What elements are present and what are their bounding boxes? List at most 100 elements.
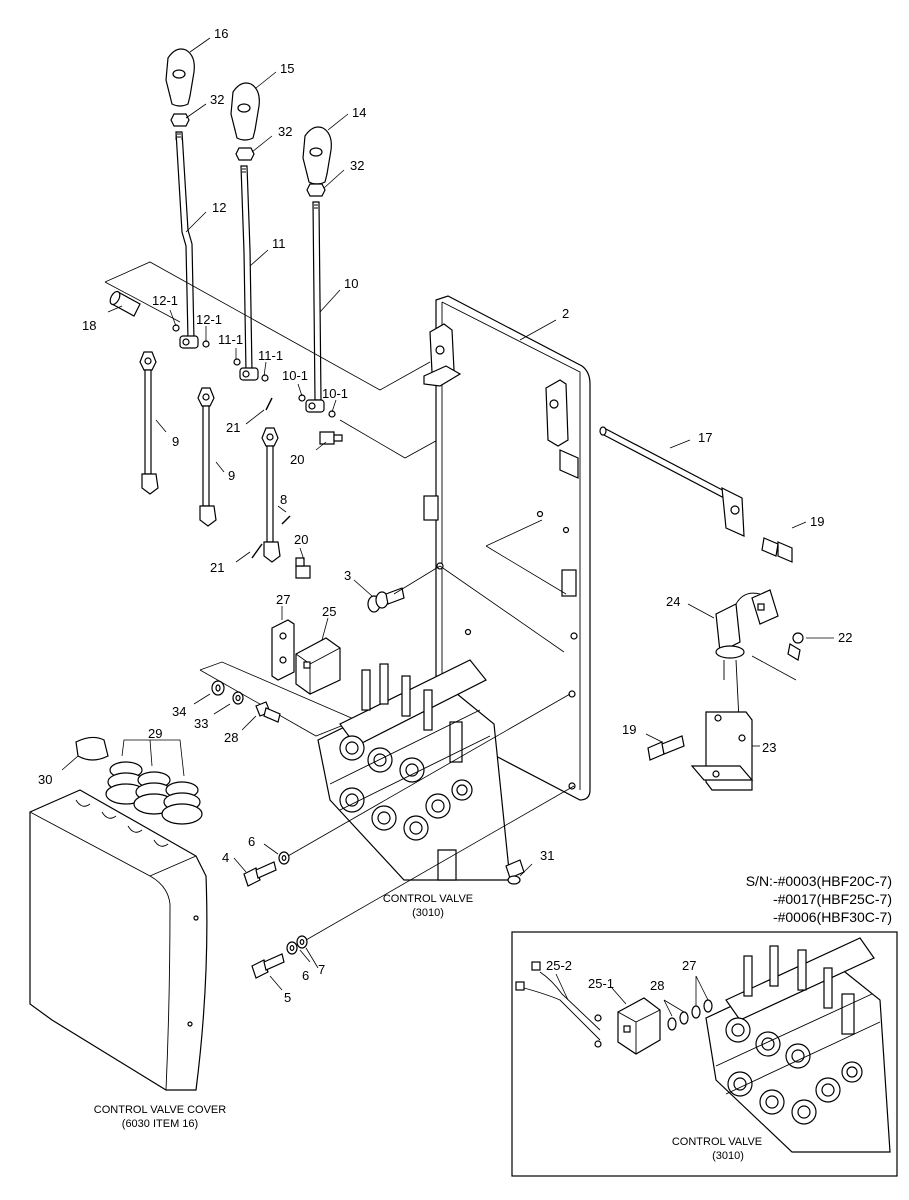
callout-12: 12 bbox=[212, 200, 226, 215]
callout-19: 19 bbox=[622, 722, 636, 737]
link-rod-8 bbox=[261, 427, 281, 563]
washer-6a bbox=[278, 851, 290, 865]
callout-21: 21 bbox=[210, 560, 224, 575]
callout-32: 32 bbox=[278, 124, 292, 139]
assembly-guide-line-2 bbox=[104, 281, 181, 323]
lever-nut-32 bbox=[170, 113, 326, 197]
cover-reference: (6030 ITEM 16) bbox=[122, 1118, 198, 1130]
control-valve-cover bbox=[29, 789, 208, 1091]
serial-note-line-2: -#0017(HBF25C-7) bbox=[773, 891, 892, 907]
assembly-guide-line-5 bbox=[393, 565, 565, 653]
cap-30 bbox=[75, 736, 109, 761]
bolt-28 bbox=[255, 701, 281, 723]
callout-25-2: 25-2 bbox=[546, 958, 572, 973]
callout-18: 18 bbox=[82, 318, 96, 333]
callout-15: 15 bbox=[280, 61, 294, 76]
callout-12-1: 12-1 bbox=[196, 312, 222, 327]
callout-5: 5 bbox=[284, 990, 291, 1005]
callout-31: 31 bbox=[540, 848, 554, 863]
callout-24: 24 bbox=[666, 594, 680, 609]
callout-10-1: 10-1 bbox=[322, 386, 348, 401]
lever-knob-15 bbox=[230, 82, 260, 141]
callout-27: 27 bbox=[276, 592, 290, 607]
callout-16: 16 bbox=[214, 26, 228, 41]
callout-6: 6 bbox=[248, 834, 255, 849]
serial-note-line-1: S/N:-#0003(HBF20C-7) bbox=[746, 873, 892, 889]
bolt-19-upper bbox=[761, 537, 793, 563]
link-rod-9b bbox=[197, 387, 217, 527]
callout-7: 7 bbox=[318, 962, 325, 977]
cover-label: CONTROL VALVE COVER bbox=[94, 1104, 226, 1116]
bolt-3 bbox=[367, 587, 405, 613]
washer-7 bbox=[296, 935, 308, 949]
link-rod-9a bbox=[139, 351, 159, 495]
callout-numbers: 16 15 14 32 32 32 12 11 10 12-1 12-1 11-… bbox=[38, 26, 852, 1005]
callout-30: 30 bbox=[38, 772, 52, 787]
callout-3: 3 bbox=[344, 568, 351, 583]
bolt-5 bbox=[251, 953, 285, 979]
bracket-27 bbox=[271, 619, 295, 681]
callout-6: 6 bbox=[302, 968, 309, 983]
callout-11-1: 11-1 bbox=[258, 348, 283, 363]
callout-23: 23 bbox=[762, 740, 776, 755]
callout-34: 34 bbox=[172, 704, 186, 719]
callout-22: 22 bbox=[838, 630, 852, 645]
pivot-sleeve-18 bbox=[109, 290, 141, 317]
leader-lines bbox=[61, 37, 834, 1017]
callout-14: 14 bbox=[352, 105, 366, 120]
callout-32: 32 bbox=[210, 92, 224, 107]
plug-31 bbox=[505, 859, 525, 885]
callout-9: 9 bbox=[172, 434, 179, 449]
rod-17 bbox=[599, 426, 745, 537]
lever-knob-16 bbox=[165, 48, 195, 107]
control-valve-number: (3010) bbox=[412, 907, 444, 919]
switch-bracket-25 bbox=[295, 637, 341, 695]
inset-control-valve-number: (3010) bbox=[712, 1150, 744, 1162]
washer-6b bbox=[286, 941, 298, 955]
callout-28: 28 bbox=[650, 978, 664, 993]
callout-11-1: 11-1 bbox=[218, 332, 243, 347]
bolt-4 bbox=[243, 861, 277, 887]
callout-9: 9 bbox=[228, 468, 235, 483]
pin-bolts-20 bbox=[295, 431, 343, 579]
bolt-19-lower bbox=[647, 735, 685, 761]
inset-control-valve-label: CONTROL VALVE bbox=[672, 1136, 762, 1148]
text-labels: CONTROL VALVE (3010) CONTROL VALVE COVER… bbox=[94, 873, 892, 1162]
lever-knob-14 bbox=[302, 126, 332, 185]
callout-33: 33 bbox=[194, 716, 208, 731]
serial-variant-inset bbox=[511, 931, 898, 1177]
callout-32: 32 bbox=[350, 158, 364, 173]
lever-rod-10 bbox=[312, 201, 322, 401]
callout-27: 27 bbox=[682, 958, 696, 973]
callout-12-1: 12-1 bbox=[152, 293, 178, 308]
switch-24 bbox=[715, 589, 779, 741]
callout-21: 21 bbox=[226, 420, 240, 435]
callout-11: 11 bbox=[272, 236, 286, 251]
assembly-guide-line-6 bbox=[751, 655, 797, 681]
callout-20: 20 bbox=[290, 452, 304, 467]
callout-29: 29 bbox=[148, 726, 162, 741]
bracket-23 bbox=[690, 711, 754, 791]
callout-2: 2 bbox=[562, 306, 569, 321]
callout-17: 17 bbox=[698, 430, 712, 445]
lever-rod-12 bbox=[175, 131, 195, 341]
screw-22 bbox=[787, 632, 804, 661]
control-valve-main bbox=[317, 659, 511, 881]
boots-29 bbox=[105, 761, 203, 825]
washer-33 bbox=[232, 691, 244, 705]
lever-pivot-blocks bbox=[172, 324, 336, 418]
callout-20: 20 bbox=[294, 532, 308, 547]
assembly-guide-line bbox=[104, 261, 431, 391]
washer-34 bbox=[211, 680, 225, 696]
callout-4: 4 bbox=[222, 850, 229, 865]
cotter-pins-21 bbox=[251, 397, 291, 559]
assembly-guide-line-8 bbox=[287, 693, 575, 941]
control-valve-label: CONTROL VALVE bbox=[383, 893, 473, 905]
assembly-guide-line-4 bbox=[485, 519, 567, 595]
callout-25-1: 25-1 bbox=[588, 976, 614, 991]
callout-10-1: 10-1 bbox=[282, 368, 308, 383]
callout-25: 25 bbox=[322, 604, 336, 619]
callout-8: 8 bbox=[280, 492, 287, 507]
callout-28: 28 bbox=[224, 730, 238, 745]
